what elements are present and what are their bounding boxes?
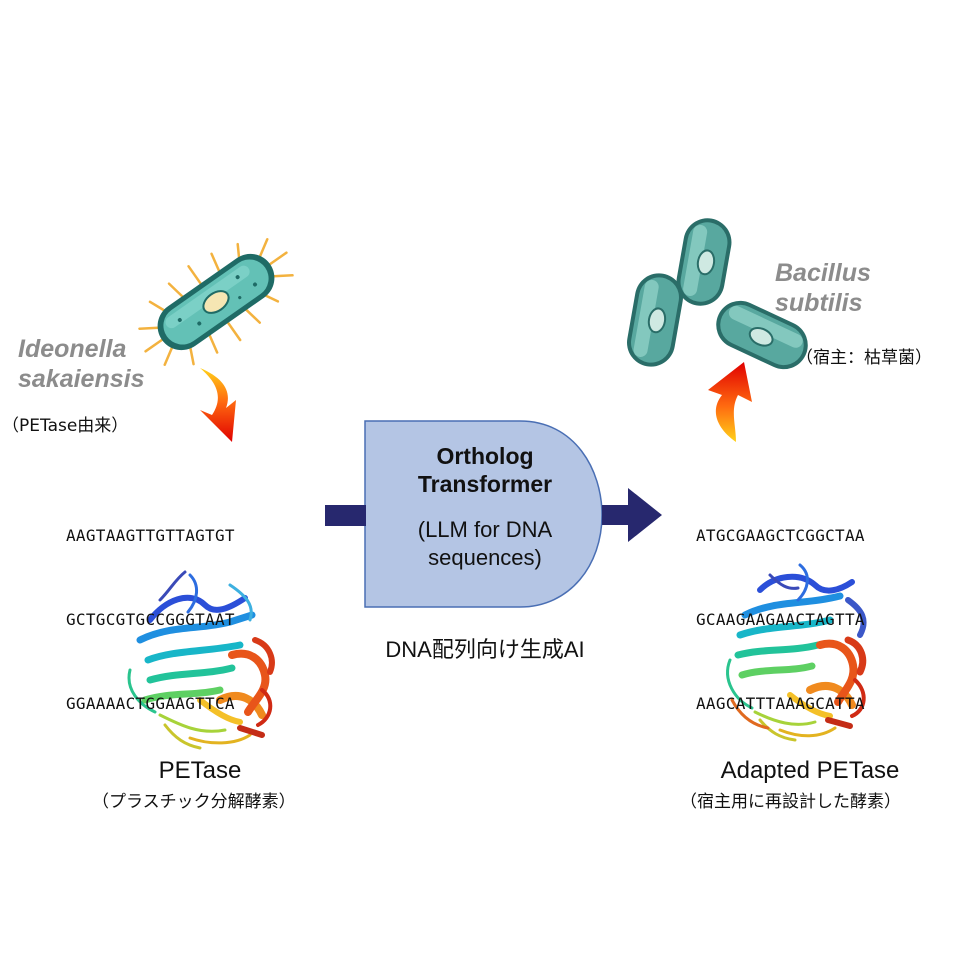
- right-species-line1: Bacillus: [775, 259, 871, 287]
- center-note: DNA配列向け生成AI: [385, 637, 585, 662]
- left-sequence-line: AAGTAAGTTGTTAGTGT: [66, 526, 235, 545]
- input-connector-arrow: [325, 505, 366, 526]
- left-dna-sequence: AAGTAAGTTGTTAGTGT GCTGCGTGCCGGGTAAT GGAA…: [66, 466, 235, 746]
- curved-arrow-up-icon: [708, 362, 752, 442]
- curved-arrow-down-icon: [200, 368, 236, 442]
- left-species-line2: sakaiensis: [18, 365, 145, 393]
- box-title-line1: Ortholog: [436, 443, 534, 469]
- ortholog-transformer-label: Ortholog Transformer (LLM for DNA sequen…: [365, 442, 605, 572]
- left-species-line1: Ideonella: [18, 335, 127, 363]
- right-host-note: （宿主：枯草菌）: [796, 348, 932, 368]
- ortholog-transformer-box: [364, 420, 603, 608]
- left-protein-note: （プラスチック分解酵素）: [92, 792, 296, 812]
- box-title-line2: Transformer: [417, 471, 553, 497]
- right-species-line2: subtilis: [775, 289, 863, 317]
- left-species-name: Ideonella sakaiensis: [18, 334, 145, 394]
- left-origin-note: （PETase由来）: [2, 416, 129, 436]
- box-sub-line2: sequences): [428, 545, 542, 570]
- right-sequence-line: GCAAGAAGAACTAGTTA: [696, 610, 865, 629]
- right-protein-note: （宿主用に再設計した酵素）: [680, 792, 901, 812]
- left-sequence-line: GGAAAACTGGAAGTTCA: [66, 694, 235, 713]
- right-species-name: Bacillus subtilis: [775, 258, 871, 318]
- box-sub-line1: (LLM for DNA: [417, 517, 553, 542]
- right-dna-sequence: ATGCGAAGCTCGGCTAA GCAAGAAGAACTAGTTA AAGC…: [696, 466, 865, 746]
- adapted-petase-protein-structure-icon: [726, 563, 867, 742]
- right-sequence-line: ATGCGAAGCTCGGCTAA: [696, 526, 865, 545]
- right-sequence-line: AAGCATTTAAAGCATTA: [696, 694, 865, 713]
- ideonella-bacterium-icon: [138, 237, 294, 367]
- petase-protein-structure-icon: [127, 570, 275, 750]
- output-arrow-icon: [602, 488, 662, 542]
- left-sequence-line: GCTGCGTGCCGGGTAAT: [66, 610, 235, 629]
- bacillus-bacteria-icon: [627, 218, 808, 370]
- left-protein-caption: PETase: [158, 757, 242, 784]
- right-protein-caption: Adapted PETase: [720, 757, 900, 784]
